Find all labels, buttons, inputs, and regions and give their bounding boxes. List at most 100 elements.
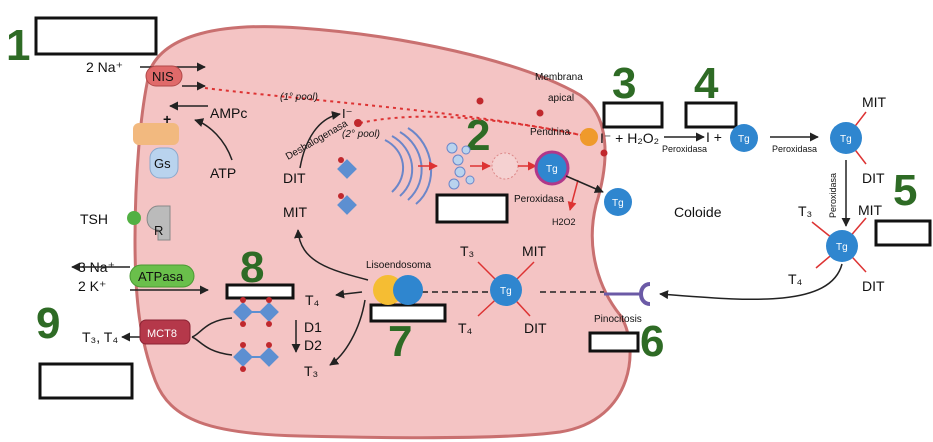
atp-arrow <box>194 118 233 161</box>
thyroglobulin-fragment <box>337 157 357 179</box>
pinocytosis-receptor <box>639 282 651 306</box>
pendrin-channel <box>580 128 598 146</box>
tg-internalized <box>490 274 522 306</box>
gs-protein <box>149 147 179 179</box>
mct8-transporter <box>139 319 191 345</box>
number-6: 6 <box>640 317 664 366</box>
tsh-molecule <box>127 211 141 225</box>
mit-label-inner: MIT <box>522 243 547 259</box>
h2o2-inner-label: H2O2 <box>552 217 576 227</box>
t3-label-right: T₃ <box>798 203 812 219</box>
plus-sign: + <box>163 111 171 127</box>
iodide-dot <box>536 109 544 117</box>
number-4: 4 <box>694 59 719 108</box>
endosome <box>393 275 423 305</box>
t4-label-deiod: T₄ <box>305 292 320 308</box>
tg-colloid <box>604 188 632 216</box>
apical-label: apical <box>548 93 574 104</box>
iodide-pool1-path <box>204 87 591 138</box>
lisoendosoma-label: Lisoendosoma <box>366 260 431 271</box>
receptor-label: R <box>154 223 163 238</box>
nis-transporter <box>145 65 183 87</box>
dit-label-1: DIT <box>862 170 885 186</box>
atpase-pump <box>129 264 195 288</box>
number-1: 1 <box>6 21 30 70</box>
answer-box-5[interactable] <box>874 219 932 247</box>
tg-mit-dit <box>830 122 862 154</box>
number-7: 7 <box>388 317 412 366</box>
pinocitosis-label: Pinocitosis <box>594 314 642 325</box>
answer-box-4[interactable] <box>684 101 738 129</box>
tg-hormones <box>826 230 858 262</box>
peroxidasa-inner-label: Peroxidasa <box>514 194 564 205</box>
pendrina-label: Pendrina <box>530 127 570 138</box>
atp-label: ATP <box>210 165 236 181</box>
potassium-2-label: 2 K⁺ <box>78 278 106 294</box>
thyroid-hormone-molecule <box>233 342 279 372</box>
atpasa-label: ATPasa <box>138 269 184 284</box>
gs-label: Gs <box>154 156 171 171</box>
nis-label: NIS <box>152 69 174 84</box>
pinocytosis-arrow <box>659 263 843 301</box>
h2o2-arrow <box>567 179 579 211</box>
mct8-bracket <box>191 317 233 356</box>
t3-label-inner: T₃ <box>460 243 474 259</box>
number-8: 8 <box>240 243 264 292</box>
membrana-label: Membrana <box>535 72 583 83</box>
answer-box-9[interactable] <box>38 362 134 400</box>
number-9: 9 <box>36 299 60 348</box>
mit-label-right: MIT <box>858 202 883 218</box>
tg-apical <box>534 150 570 186</box>
secretory-vesicles <box>446 142 475 190</box>
coloide-label: Coloide <box>674 204 722 220</box>
tsh-receptor <box>146 205 171 241</box>
t4-label-right: T₄ <box>788 271 803 287</box>
answer-box-3[interactable] <box>602 101 664 129</box>
thyroid-hormone-molecule <box>233 297 279 327</box>
dit-label-inner: DIT <box>524 320 547 336</box>
t3-label-deiod: T₃ <box>304 363 318 379</box>
iodine-plus-label: I + <box>706 129 722 145</box>
tg-colloid-label: Tg <box>612 198 624 209</box>
answer-box-6[interactable] <box>588 331 640 353</box>
iodide-released-label: I⁻ <box>342 106 352 121</box>
deshalogenasa-arrow <box>299 111 341 169</box>
pool2-label: (2° pool) <box>342 129 380 140</box>
number-3: 3 <box>612 59 636 108</box>
mit-inner-label: MIT <box>283 204 308 220</box>
d2-label: D2 <box>304 337 322 353</box>
thyroid-cell <box>133 25 632 440</box>
ampc-label: AMPc <box>210 105 247 121</box>
iodide-dot <box>600 149 608 157</box>
dit-label-right: DIT <box>862 278 885 294</box>
dit-inner-label: DIT <box>283 170 306 186</box>
d1-label: D1 <box>304 319 322 335</box>
peroxidasa-label-2: Peroxidasa <box>772 144 817 154</box>
adenylate-cyclase <box>133 123 179 145</box>
t4-label-inner: T₄ <box>458 320 473 336</box>
peroxidasa-label-1: Peroxidasa <box>662 144 707 154</box>
tg-apical-label: Tg <box>546 164 558 175</box>
t3-release-arrow <box>329 299 366 366</box>
tg-internalized-label: Tg <box>500 286 512 297</box>
mit-dit-release-arrow <box>294 229 369 281</box>
answer-box-1[interactable] <box>34 16 158 56</box>
tg-iodination <box>730 124 758 152</box>
iodide-h2o2-label: I⁻ + H₂O₂ <box>600 130 659 146</box>
exocytic-vesicle <box>491 152 519 180</box>
answer-box-2[interactable] <box>435 193 509 224</box>
number-5: 5 <box>893 166 917 215</box>
mit-label-1: MIT <box>862 94 887 110</box>
t4-release-arrow <box>335 289 363 299</box>
tg-secretion-arrow <box>565 175 604 193</box>
tg-iodination-label: Tg <box>738 134 750 145</box>
tg-mit-dit-label: Tg <box>840 134 852 145</box>
iodide-dot <box>476 97 484 105</box>
answer-box-8[interactable] <box>225 283 295 300</box>
t3t4-out-label: T₃, T₄ <box>82 329 118 345</box>
mct8-label: MCT8 <box>147 328 177 340</box>
tg-hormones-label: Tg <box>836 242 848 253</box>
sodium-2-label: 2 Na⁺ <box>86 59 123 75</box>
pool1-label: (1° pool) <box>280 92 318 103</box>
tsh-label: TSH <box>80 211 108 227</box>
